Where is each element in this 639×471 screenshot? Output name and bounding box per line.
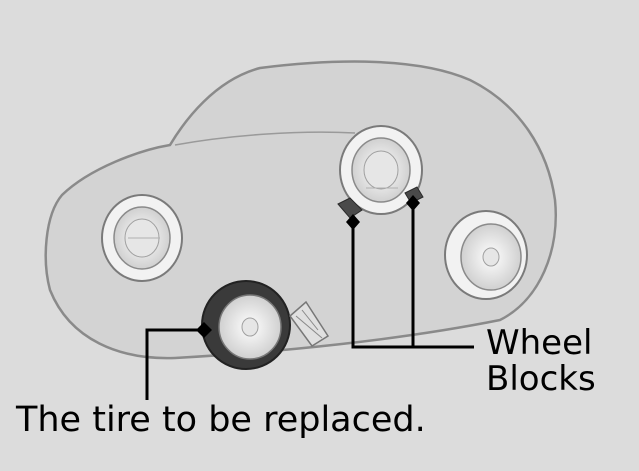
wheel-blocks-label: Wheel Blocks xyxy=(486,323,596,399)
leader-marker-tire xyxy=(196,322,212,338)
wheel-blocks-label-line2: Blocks xyxy=(486,358,596,399)
wheel-blocks-label-line1: Wheel xyxy=(486,323,593,363)
leader-marker-block-left xyxy=(346,214,360,230)
leader-marker-block-right xyxy=(406,195,420,211)
jack-icon xyxy=(288,300,330,348)
wheel-block-left xyxy=(337,197,363,219)
car-body-outline xyxy=(44,60,557,360)
wheel-blocks-leader-lines xyxy=(351,204,474,349)
car-window-line xyxy=(174,131,356,146)
right-front-wheel xyxy=(444,210,528,300)
tire-to-replace-label: The tire to be replaced. xyxy=(16,400,426,440)
left-rear-wheel xyxy=(101,194,183,282)
tire-leader-line xyxy=(145,328,203,400)
front-wheel-blocked xyxy=(339,125,423,215)
tire-to-replace xyxy=(201,280,291,370)
